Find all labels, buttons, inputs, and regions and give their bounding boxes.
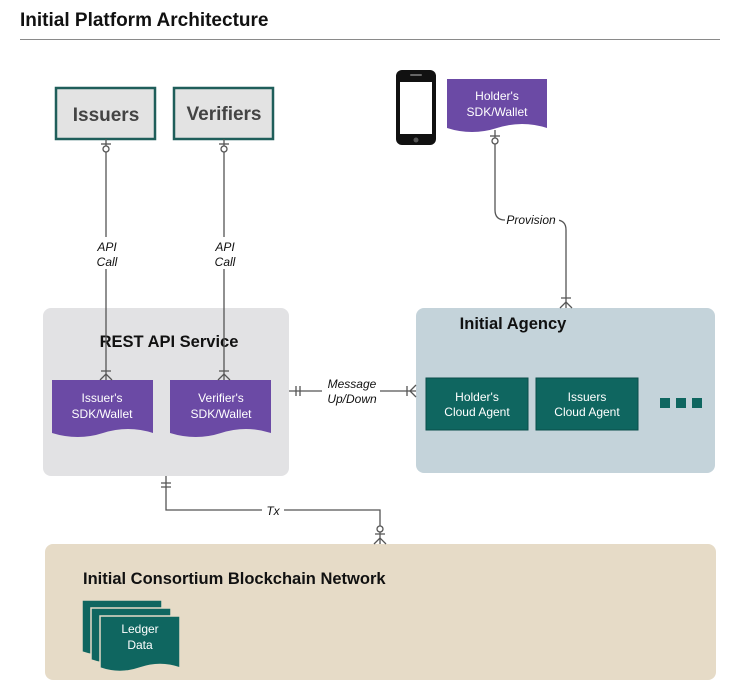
provision-crow-foot-bottom [559,297,573,309]
tx-bar-top [161,482,171,488]
verifiers-actor-box[interactable] [172,86,275,141]
verifiers-optional-circle [220,145,228,153]
ledger-label-line1: Ledger [121,622,158,636]
message-bar-left [295,386,301,396]
ledger-data-stack[interactable] [81,599,181,673]
tx-optional-circle [376,525,384,533]
api-call-issuers-line1: API [96,240,117,254]
holder-wallet-doc[interactable] [447,79,547,132]
api-call-issuers-line2: Call [97,255,118,269]
blockchain-network-box[interactable] [45,544,716,680]
blockchain-network-title: Initial Consortium Blockchain Network [83,570,386,588]
rest-api-service-box[interactable] [43,308,289,476]
verifiers-label: Verifiers [187,104,262,125]
message-label-line2: Up/Down [327,392,377,406]
issuers-agent-label-line1: Issuers [568,390,607,404]
holder-agent-label-line2: Cloud Agent [444,405,510,419]
issuers-agent-label-line2: Cloud Agent [554,405,620,419]
tx-label: Tx [266,504,280,518]
issuers-optional-circle [102,145,110,153]
more-icon [660,398,702,408]
verifiers-crow-foot-bottom [217,370,231,381]
tx-crow-foot-bottom [373,533,387,545]
issuer-wallet-doc[interactable] [52,380,153,437]
holder-wallet-label-line2: SDK/Wallet [467,105,529,119]
issuer-wallet-label-line1: Issuer's [82,391,123,405]
initial-agency-title: Initial Agency [460,315,567,333]
page-title: Initial Platform Architecture [20,10,269,31]
issuers-cloud-agent-box[interactable] [535,377,639,431]
verifier-wallet-doc[interactable] [170,380,271,437]
issuer-wallet-label-line2: SDK/Wallet [72,407,134,421]
provision-label: Provision [506,213,556,227]
holder-wallet-label-line1: Holder's [475,89,519,103]
provision-optional-circle [491,137,499,145]
rest-api-service-title: REST API Service [100,333,239,351]
message-crow-foot-right [406,384,417,398]
smartphone-icon [396,70,436,145]
ledger-label-line2: Data [127,638,153,652]
verifier-wallet-label-line1: Verifier's [198,391,244,405]
message-label-line1: Message [328,377,377,391]
holder-agent-label-line1: Holder's [455,390,499,404]
api-call-verifiers-line1: API [214,240,235,254]
api-call-verifiers-line2: Call [215,255,236,269]
verifier-wallet-label-line2: SDK/Wallet [191,407,253,421]
issuers-label: Issuers [73,105,140,126]
title-divider [20,39,720,40]
holder-cloud-agent-box[interactable] [425,377,529,431]
issuers-crow-foot-bottom [99,370,113,381]
